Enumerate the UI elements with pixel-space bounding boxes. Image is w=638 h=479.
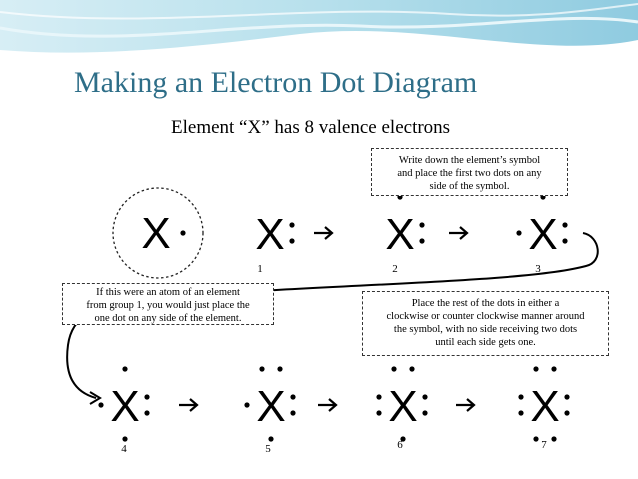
step-7-dot xyxy=(533,366,539,372)
note-group1: If this were an atom of an element from … xyxy=(62,283,274,325)
step-6-dot xyxy=(376,410,382,416)
step-6-dot xyxy=(422,410,428,416)
step-6-dot xyxy=(422,394,428,400)
step-5-dot xyxy=(244,402,250,408)
header-wave-banner xyxy=(0,0,638,53)
note-first-two-dots: Write down the element’s symbol and plac… xyxy=(371,148,568,196)
example-symbol: X xyxy=(141,209,170,258)
step-3-symbol: X xyxy=(528,210,557,259)
step-3-dot xyxy=(516,230,522,236)
step-1-dot xyxy=(289,238,295,244)
step-2-dot xyxy=(419,222,425,228)
step-5-dot xyxy=(290,410,296,416)
step-5-dot xyxy=(277,366,283,372)
step-7-dot xyxy=(551,366,557,372)
step-arrow xyxy=(179,398,199,412)
step-4-symbol: X xyxy=(110,382,139,431)
step-4-label: 4 xyxy=(121,443,127,455)
labels-group: 1 2 3 4 5 6 7 xyxy=(121,263,547,455)
step-7-dot xyxy=(564,394,570,400)
step-6-dot xyxy=(400,436,406,442)
step-5-dot xyxy=(268,436,274,442)
step-arrow xyxy=(456,398,476,412)
step-3-dot xyxy=(562,238,568,244)
step-7-label: 7 xyxy=(541,439,547,451)
symbols-group: X X X X X X X X xyxy=(110,209,559,431)
dots-group xyxy=(98,194,570,442)
step-5-symbol: X xyxy=(256,382,285,431)
step-arrow xyxy=(449,226,469,240)
step-4-dot xyxy=(144,394,150,400)
step-2-symbol: X xyxy=(385,210,414,259)
connector-arrowhead xyxy=(89,391,102,405)
step-7-dot xyxy=(533,436,539,442)
step-5-dot xyxy=(259,366,265,372)
example-dot xyxy=(180,230,186,236)
step-6-dot xyxy=(376,394,382,400)
step-4-dot xyxy=(144,410,150,416)
step-7-dot xyxy=(518,410,524,416)
step-2-label: 2 xyxy=(392,263,398,275)
step-4-dot xyxy=(98,402,104,408)
step-5-label: 5 xyxy=(265,443,271,455)
note-remaining-dots: Place the rest of the dots in either a c… xyxy=(362,291,609,356)
step-3-label: 3 xyxy=(535,263,541,275)
step-6-dot xyxy=(391,366,397,372)
step-7-dot xyxy=(564,410,570,416)
step-1-label: 1 xyxy=(257,263,263,275)
step-arrow xyxy=(314,226,334,240)
step-4-dot xyxy=(122,436,128,442)
example-atom-circle xyxy=(112,187,204,279)
step-7-symbol: X xyxy=(530,382,559,431)
step-4-dot xyxy=(122,366,128,372)
step-6-label: 6 xyxy=(397,439,403,451)
step-7-dot xyxy=(551,436,557,442)
step-5-dot xyxy=(290,394,296,400)
step-3-dot xyxy=(562,222,568,228)
step-7-dot xyxy=(518,394,524,400)
step-1-dot xyxy=(289,222,295,228)
step-6-dot xyxy=(409,366,415,372)
step-2-dot xyxy=(419,238,425,244)
step-1-symbol: X xyxy=(255,210,284,259)
page-title: Making an Electron Dot Diagram xyxy=(74,66,478,99)
arrows-group xyxy=(179,226,476,412)
step-6-symbol: X xyxy=(388,382,417,431)
subtitle: Element “X” has 8 valence electrons xyxy=(171,117,451,138)
step-arrow xyxy=(318,398,338,412)
